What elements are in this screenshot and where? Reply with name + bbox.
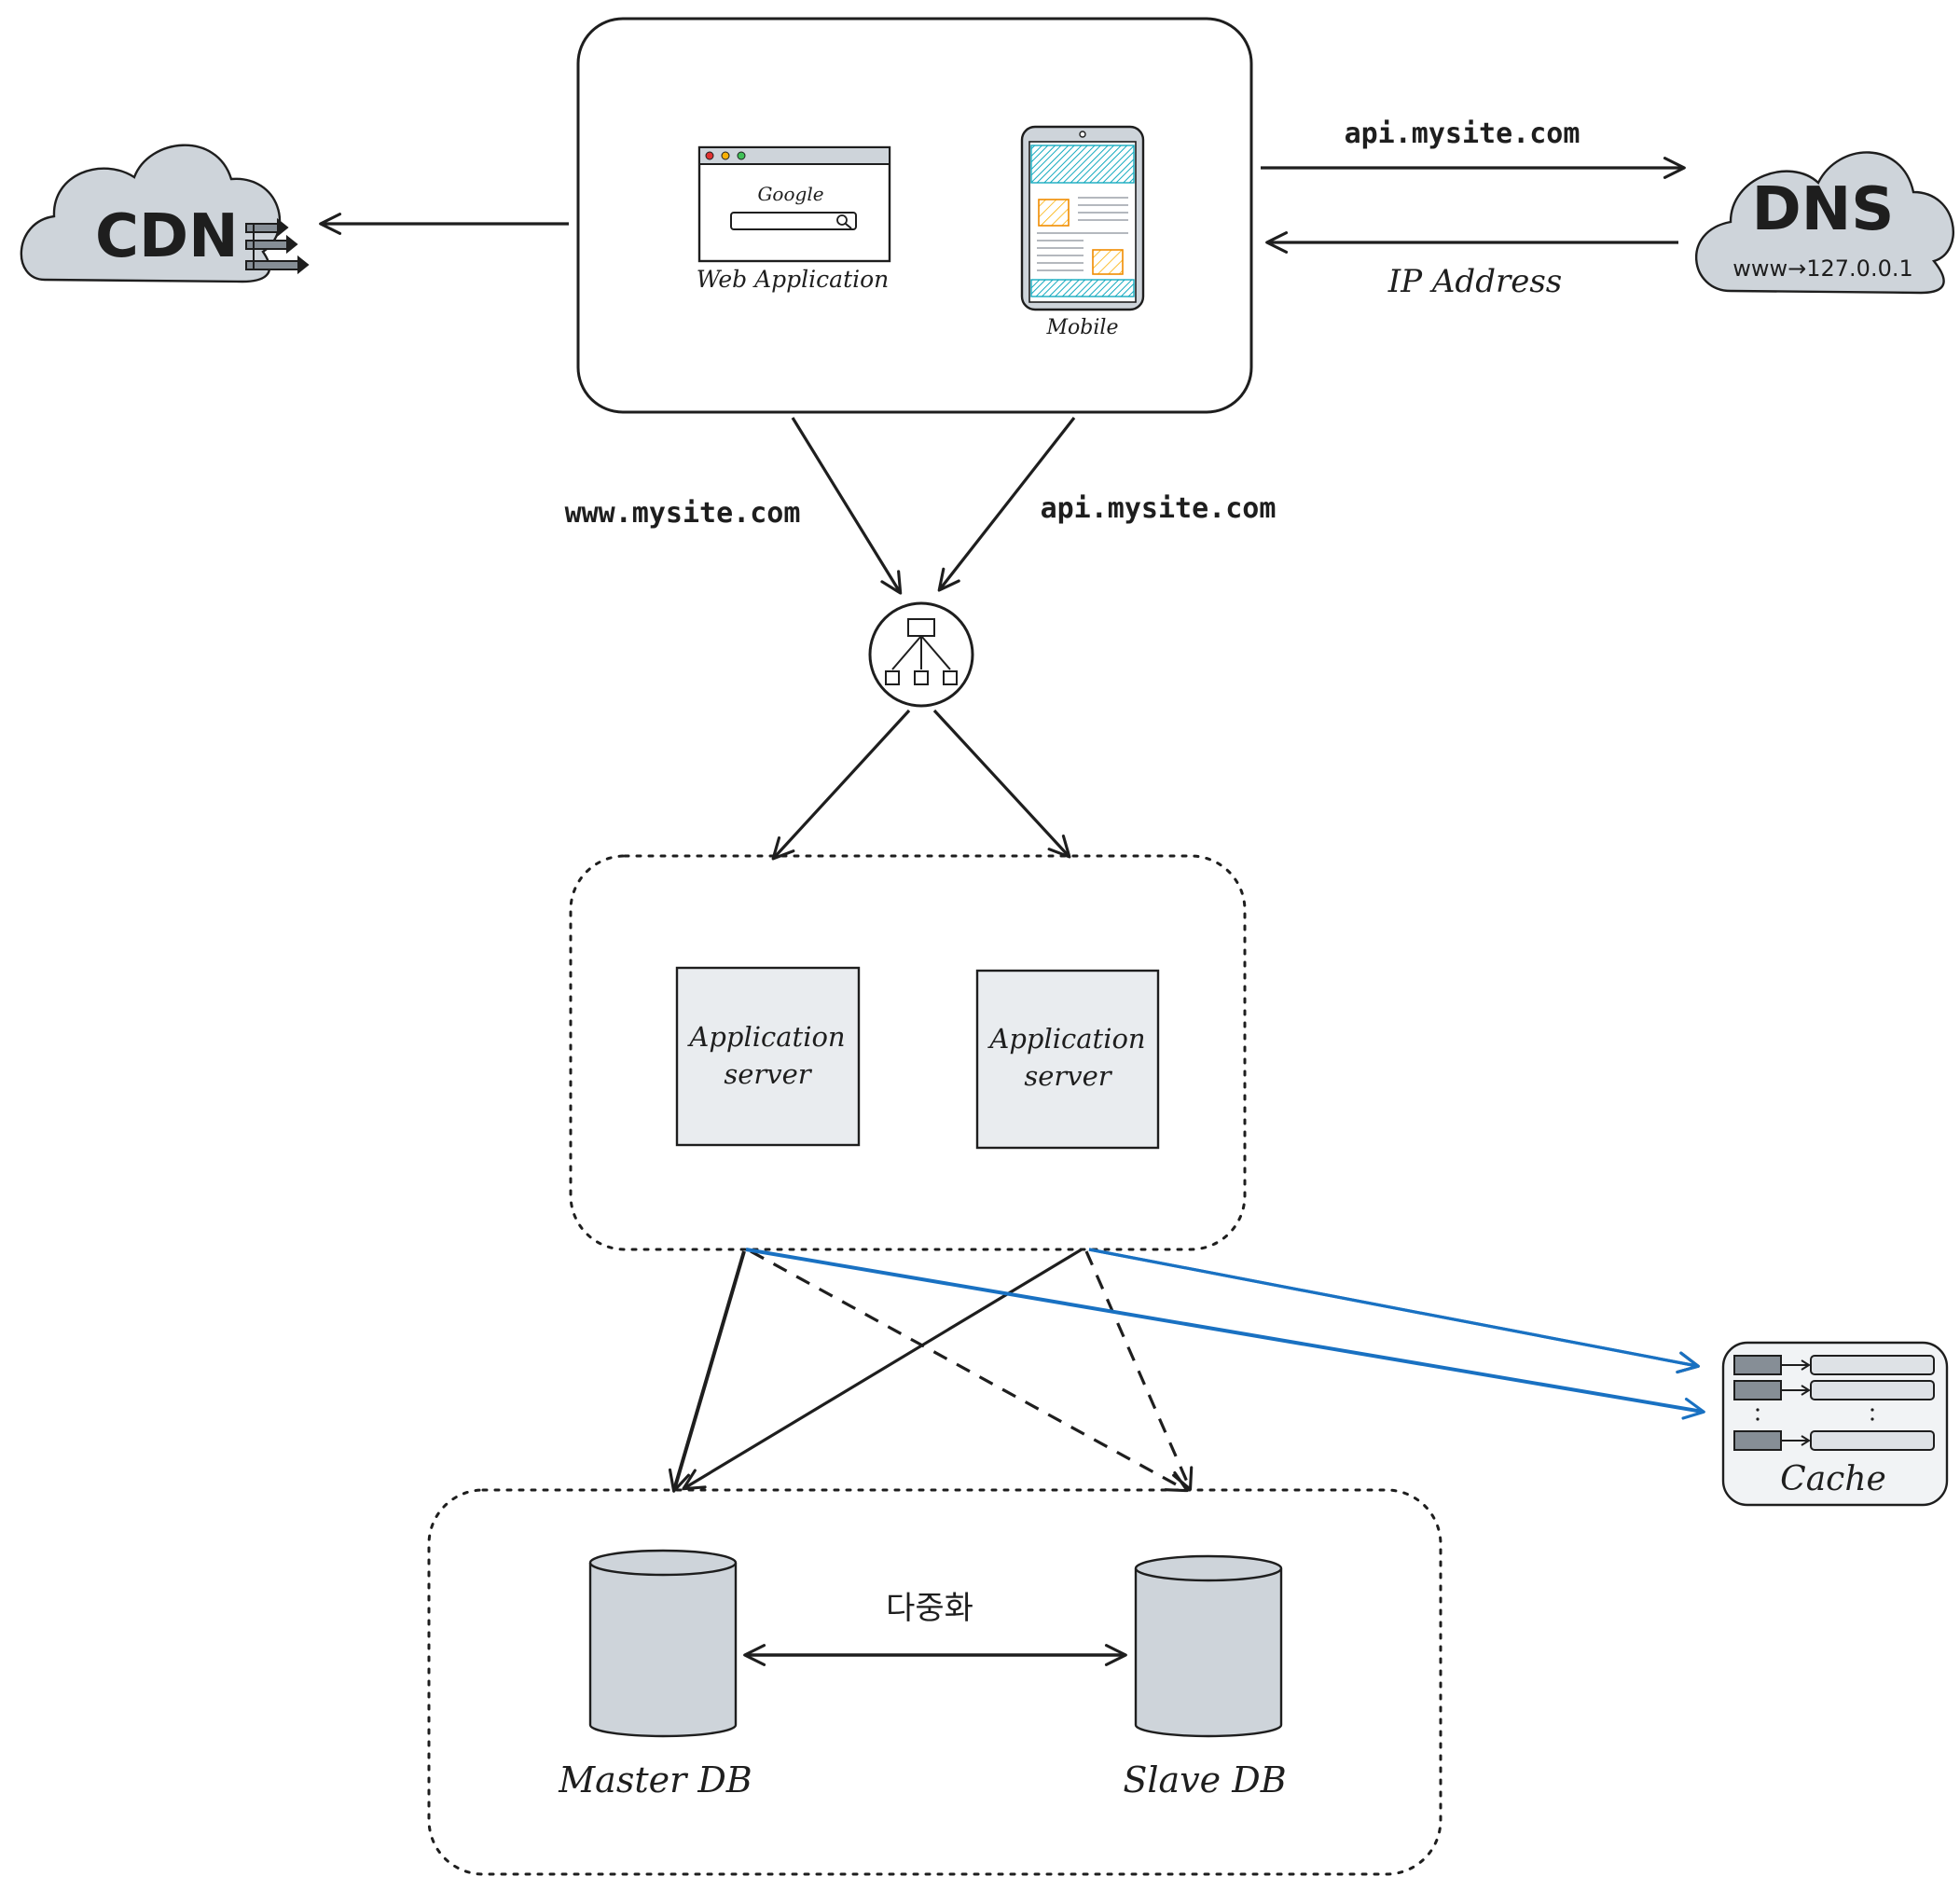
- search-icon: [836, 214, 852, 229]
- server-2-line1: Application: [987, 1023, 1145, 1055]
- arrow-lb-to-server-1: [771, 709, 911, 861]
- arrow-lb-to-server-2: [932, 709, 1071, 859]
- label-ip-address: IP Address: [1387, 263, 1562, 300]
- label-www-mysite: www.mysite.com: [565, 497, 801, 530]
- mobile-label: Mobile: [1046, 316, 1119, 339]
- arrow-server2-to-slave: [1084, 1250, 1194, 1491]
- cdn-flow-arrows-icon: [245, 217, 310, 275]
- server-1-line1: Application: [686, 1021, 845, 1053]
- dns-mapping: www→127.0.0.1: [1732, 255, 1913, 282]
- arrow-server1-to-slave: [750, 1249, 1189, 1493]
- web-application-label: Web Application: [697, 266, 890, 293]
- master-db-cylinder: [588, 1549, 738, 1738]
- mobile-device: [1020, 125, 1145, 311]
- arrow-server2-to-cache-head: [1088, 1248, 1700, 1374]
- master-db-label: Master DB: [558, 1759, 752, 1800]
- slave-db-label: Slave DB: [1123, 1759, 1286, 1800]
- label-api-to-dns: api.mysite.com: [1345, 117, 1580, 150]
- web-browser-window: Google: [697, 145, 891, 263]
- dns-cloud: DNS www→127.0.0.1: [1694, 151, 1954, 295]
- browser-logo: Google: [757, 183, 823, 205]
- dns-label: DNS: [1752, 175, 1895, 244]
- arrow-server2-to-master: [682, 1248, 1083, 1491]
- cache-label: Cache: [1780, 1460, 1886, 1498]
- arrow-server1-to-cache: [745, 1248, 1705, 1420]
- cdn-cloud: CDN: [20, 144, 310, 283]
- slave-db-cylinder: [1134, 1554, 1283, 1738]
- server-2-line2: server: [1024, 1060, 1112, 1092]
- arrow-server1-to-master: [668, 1250, 746, 1493]
- label-api-mysite: api.mysite.com: [1041, 492, 1277, 525]
- server-1-line2: server: [724, 1058, 812, 1090]
- client-box: [576, 17, 1253, 414]
- database-group: [427, 1488, 1442, 1876]
- arrow-mobile-to-lb: [937, 417, 1076, 592]
- browser-search-bar: [730, 212, 857, 230]
- app-server-group: [569, 854, 1247, 1251]
- cdn-label: CDN: [95, 202, 239, 271]
- arrow-web-to-lb: [791, 417, 903, 595]
- cache-node: Cache: [1721, 1341, 1949, 1507]
- application-server-2: Application server: [975, 969, 1160, 1150]
- load-balancer-icon: [868, 601, 974, 708]
- label-replication: 다중화: [886, 1590, 973, 1627]
- application-server-1: Application server: [675, 966, 861, 1147]
